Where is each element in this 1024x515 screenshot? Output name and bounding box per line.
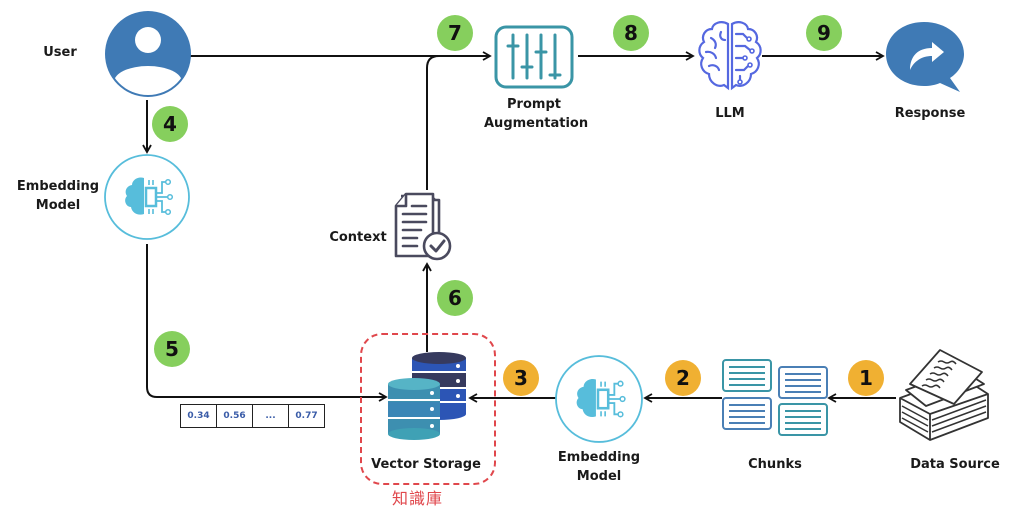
brain-circuit-icon — [698, 21, 762, 91]
embedding-model-query-label: Embedding Model — [16, 179, 100, 213]
user-icon — [105, 11, 191, 97]
vector-value: 0.34 — [181, 405, 217, 427]
vector-value-ellipsis: ... — [253, 405, 289, 427]
response-node — [884, 20, 970, 96]
user-label: User — [43, 45, 77, 60]
sliders-icon — [494, 25, 574, 89]
step-badge-1: 1 — [848, 360, 884, 396]
step-badge-4: 4 — [152, 106, 188, 142]
embedding-vector: 0.34 0.56 ... 0.77 — [180, 404, 325, 428]
response-label: Response — [894, 106, 966, 121]
embedding-model-data-label: Embedding Model — [557, 450, 641, 484]
arrow-context-to-prompt — [426, 55, 440, 190]
chunks-node — [720, 358, 830, 436]
step-badge-7: 7 — [437, 15, 473, 51]
speech-bubble-share-icon — [886, 22, 964, 92]
document-check-icon — [394, 192, 452, 261]
step-badge-6: 6 — [437, 280, 473, 316]
vector-value: 0.77 — [295, 411, 318, 421]
database-icon — [388, 352, 466, 440]
prompt-augmentation-node — [494, 25, 574, 89]
step-badge-8: 8 — [613, 15, 649, 51]
embedding-model-query-node — [104, 154, 190, 240]
arrow-embedding-to-vector — [146, 244, 388, 402]
embedding-model-data-node — [555, 355, 643, 443]
context-label: Context — [329, 230, 387, 245]
step-badge-9: 9 — [806, 15, 842, 51]
step-badge-2: 2 — [665, 360, 701, 396]
step-badge-5: 5 — [154, 331, 190, 367]
llm-node — [695, 18, 765, 94]
data-source-node — [896, 348, 992, 444]
ai-brain-chip-icon — [104, 154, 190, 240]
ai-brain-chip-icon — [555, 355, 643, 443]
vector-storage-node — [386, 352, 470, 444]
step-badge-3: 3 — [503, 360, 539, 396]
prompt-augmentation-label: Prompt Augmentation — [484, 97, 589, 131]
vector-value: 0.56 — [217, 405, 253, 427]
llm-label: LLM — [715, 106, 745, 121]
data-source-label: Data Source — [910, 457, 1000, 472]
context-node — [393, 192, 459, 262]
knowledge-base-boundary — [360, 333, 496, 485]
knowledge-base-label: 知識庫 — [392, 489, 444, 508]
user-node — [104, 10, 192, 98]
chunks-label: Chunks — [748, 457, 802, 472]
text-blocks-icon — [722, 359, 828, 436]
vector-storage-label: Vector Storage — [371, 457, 481, 472]
paper-stack-icon — [899, 349, 989, 441]
